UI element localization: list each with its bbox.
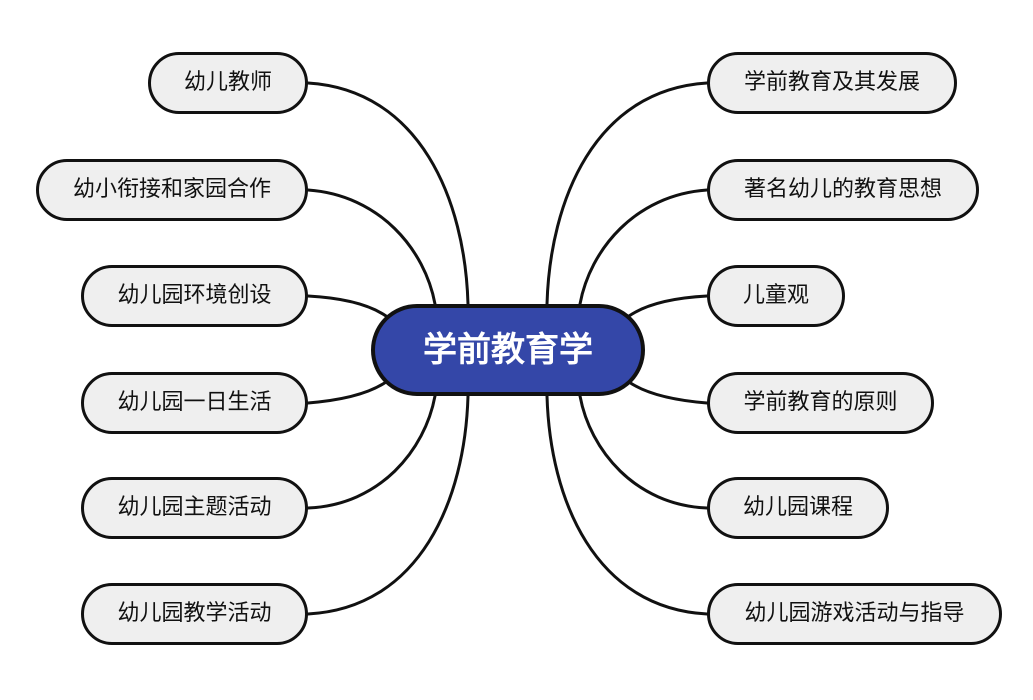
topic-left-6[interactable]: 幼儿园教学活动 bbox=[81, 583, 308, 645]
connector-right-1 bbox=[545, 81, 709, 306]
connector-right-3 bbox=[627, 294, 709, 318]
topic-left-2[interactable]: 幼小衔接和家园合作 bbox=[36, 159, 308, 221]
connector-right-2 bbox=[578, 188, 709, 306]
topic-left-5[interactable]: 幼儿园主题活动 bbox=[81, 477, 308, 539]
connector-left-6 bbox=[306, 394, 470, 616]
connector-right-4 bbox=[627, 380, 709, 405]
connector-left-3 bbox=[306, 294, 388, 318]
topic-right-2[interactable]: 著名幼儿的教育思想 bbox=[707, 159, 979, 221]
connector-left-2 bbox=[306, 188, 437, 306]
root-topic[interactable]: 学前教育学 bbox=[371, 304, 645, 396]
topic-left-1[interactable]: 幼儿教师 bbox=[148, 52, 308, 114]
connector-right-6 bbox=[545, 394, 709, 616]
connector-left-5 bbox=[306, 394, 437, 510]
topic-left-4[interactable]: 幼儿园一日生活 bbox=[81, 372, 308, 434]
topic-right-3[interactable]: 儿童观 bbox=[707, 265, 845, 327]
connector-left-4 bbox=[306, 380, 388, 405]
topic-right-6[interactable]: 幼儿园游戏活动与指导 bbox=[707, 583, 1002, 645]
topic-right-5[interactable]: 幼儿园课程 bbox=[707, 477, 889, 539]
connector-left-1 bbox=[306, 81, 470, 306]
connector-right-5 bbox=[578, 394, 709, 510]
topic-right-4[interactable]: 学前教育的原则 bbox=[707, 372, 934, 434]
topic-right-1[interactable]: 学前教育及其发展 bbox=[707, 52, 957, 114]
topic-left-3[interactable]: 幼儿园环境创设 bbox=[81, 265, 308, 327]
